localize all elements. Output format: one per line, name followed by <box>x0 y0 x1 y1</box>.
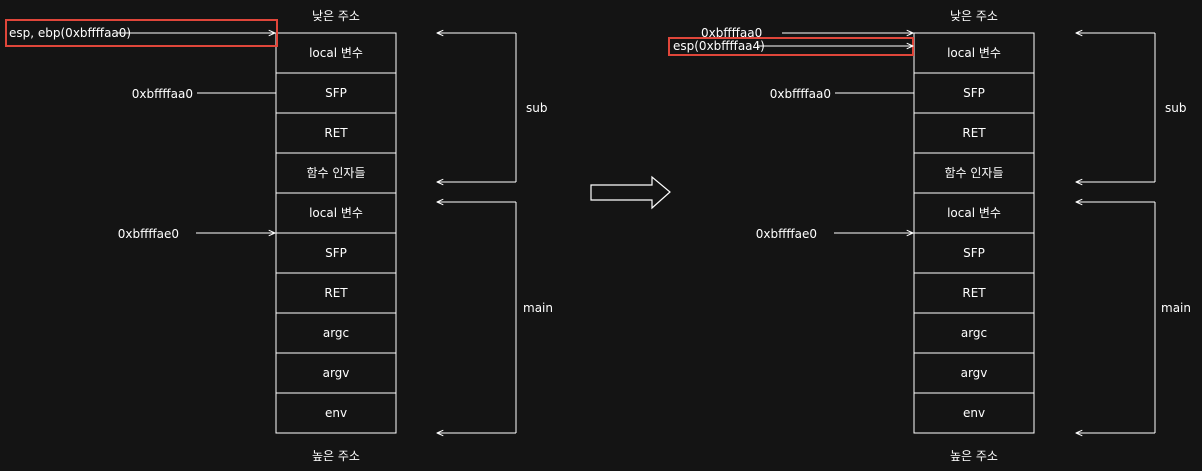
left-cell-local-sub-label: local 변수 <box>309 46 363 60</box>
left-cell-ret-sub-label: RET <box>324 126 348 140</box>
right-cell-local-sub-label: local 변수 <box>947 46 1001 60</box>
left-cell-local-main-label: local 변수 <box>309 206 363 220</box>
left-addr-main-sfp-label: 0xbffffae0 <box>118 227 179 241</box>
right-cell-ret-main-label: RET <box>962 286 986 300</box>
left-cell-ret-main-label: RET <box>324 286 348 300</box>
right-cell-argv-label: argv <box>961 366 988 380</box>
left-cell-argv-label: argv <box>323 366 350 380</box>
right-arrow-icon <box>590 175 671 210</box>
right-esp-label: esp(0xbffffaa4) <box>673 39 765 53</box>
left-cell-argc-label: argc <box>323 326 349 340</box>
right-stack-diagram: 낮은 주소 local 변수 SFP RET 함수 인자들 local 변수 S… <box>668 9 1191 463</box>
right-main-label: main <box>1161 301 1191 315</box>
right-addr-sub-sfp-label: 0xbffffaa0 <box>770 87 831 101</box>
left-stack-diagram: 낮은 주소 local 변수 SFP RET 함수 인자들 local 변수 S… <box>5 9 553 463</box>
left-cell-env <box>275 392 397 434</box>
left-low-address-label: 낮은 주소 <box>312 9 360 23</box>
right-cell-sfp-main-label: SFP <box>963 246 985 260</box>
right-stack-column: local 변수 SFP RET 함수 인자들 local 변수 SFP RET… <box>913 32 1035 434</box>
left-esp-ebp-label: esp, ebp(0xbffffaa0) <box>9 26 131 40</box>
right-high-address-label: 높은 주소 <box>950 449 998 463</box>
left-esp-ebp-highlight-box <box>5 19 278 47</box>
left-stack-column: local 변수 SFP RET 함수 인자들 local 변수 SFP RET… <box>275 32 397 434</box>
right-cell-sfp-sub-label: SFP <box>963 86 985 100</box>
right-cell-args-sub-label: 함수 인자들 <box>944 166 1003 180</box>
right-low-address-label: 낮은 주소 <box>950 9 998 23</box>
right-cell-argc-label: argc <box>961 326 987 340</box>
right-cell-env-label: env <box>963 406 985 420</box>
right-cell-ret-sub-label: RET <box>962 126 986 140</box>
left-cell-args-sub-label: 함수 인자들 <box>306 166 365 180</box>
right-addr-main-sfp-label: 0xbffffae0 <box>756 227 817 241</box>
left-high-address-label: 높은 주소 <box>312 449 360 463</box>
right-cell-env <box>913 392 1035 434</box>
right-top-address-label: 0xbffffaa0 <box>701 26 762 40</box>
left-cell-sfp-main-label: SFP <box>325 246 347 260</box>
left-cell-env-label: env <box>325 406 347 420</box>
right-sub-label: sub <box>1165 101 1186 115</box>
left-addr-sub-sfp-label: 0xbffffaa0 <box>132 87 193 101</box>
right-cell-local-main-label: local 변수 <box>947 206 1001 220</box>
left-main-label: main <box>523 301 553 315</box>
left-cell-sfp-sub-label: SFP <box>325 86 347 100</box>
left-sub-label: sub <box>526 101 547 115</box>
